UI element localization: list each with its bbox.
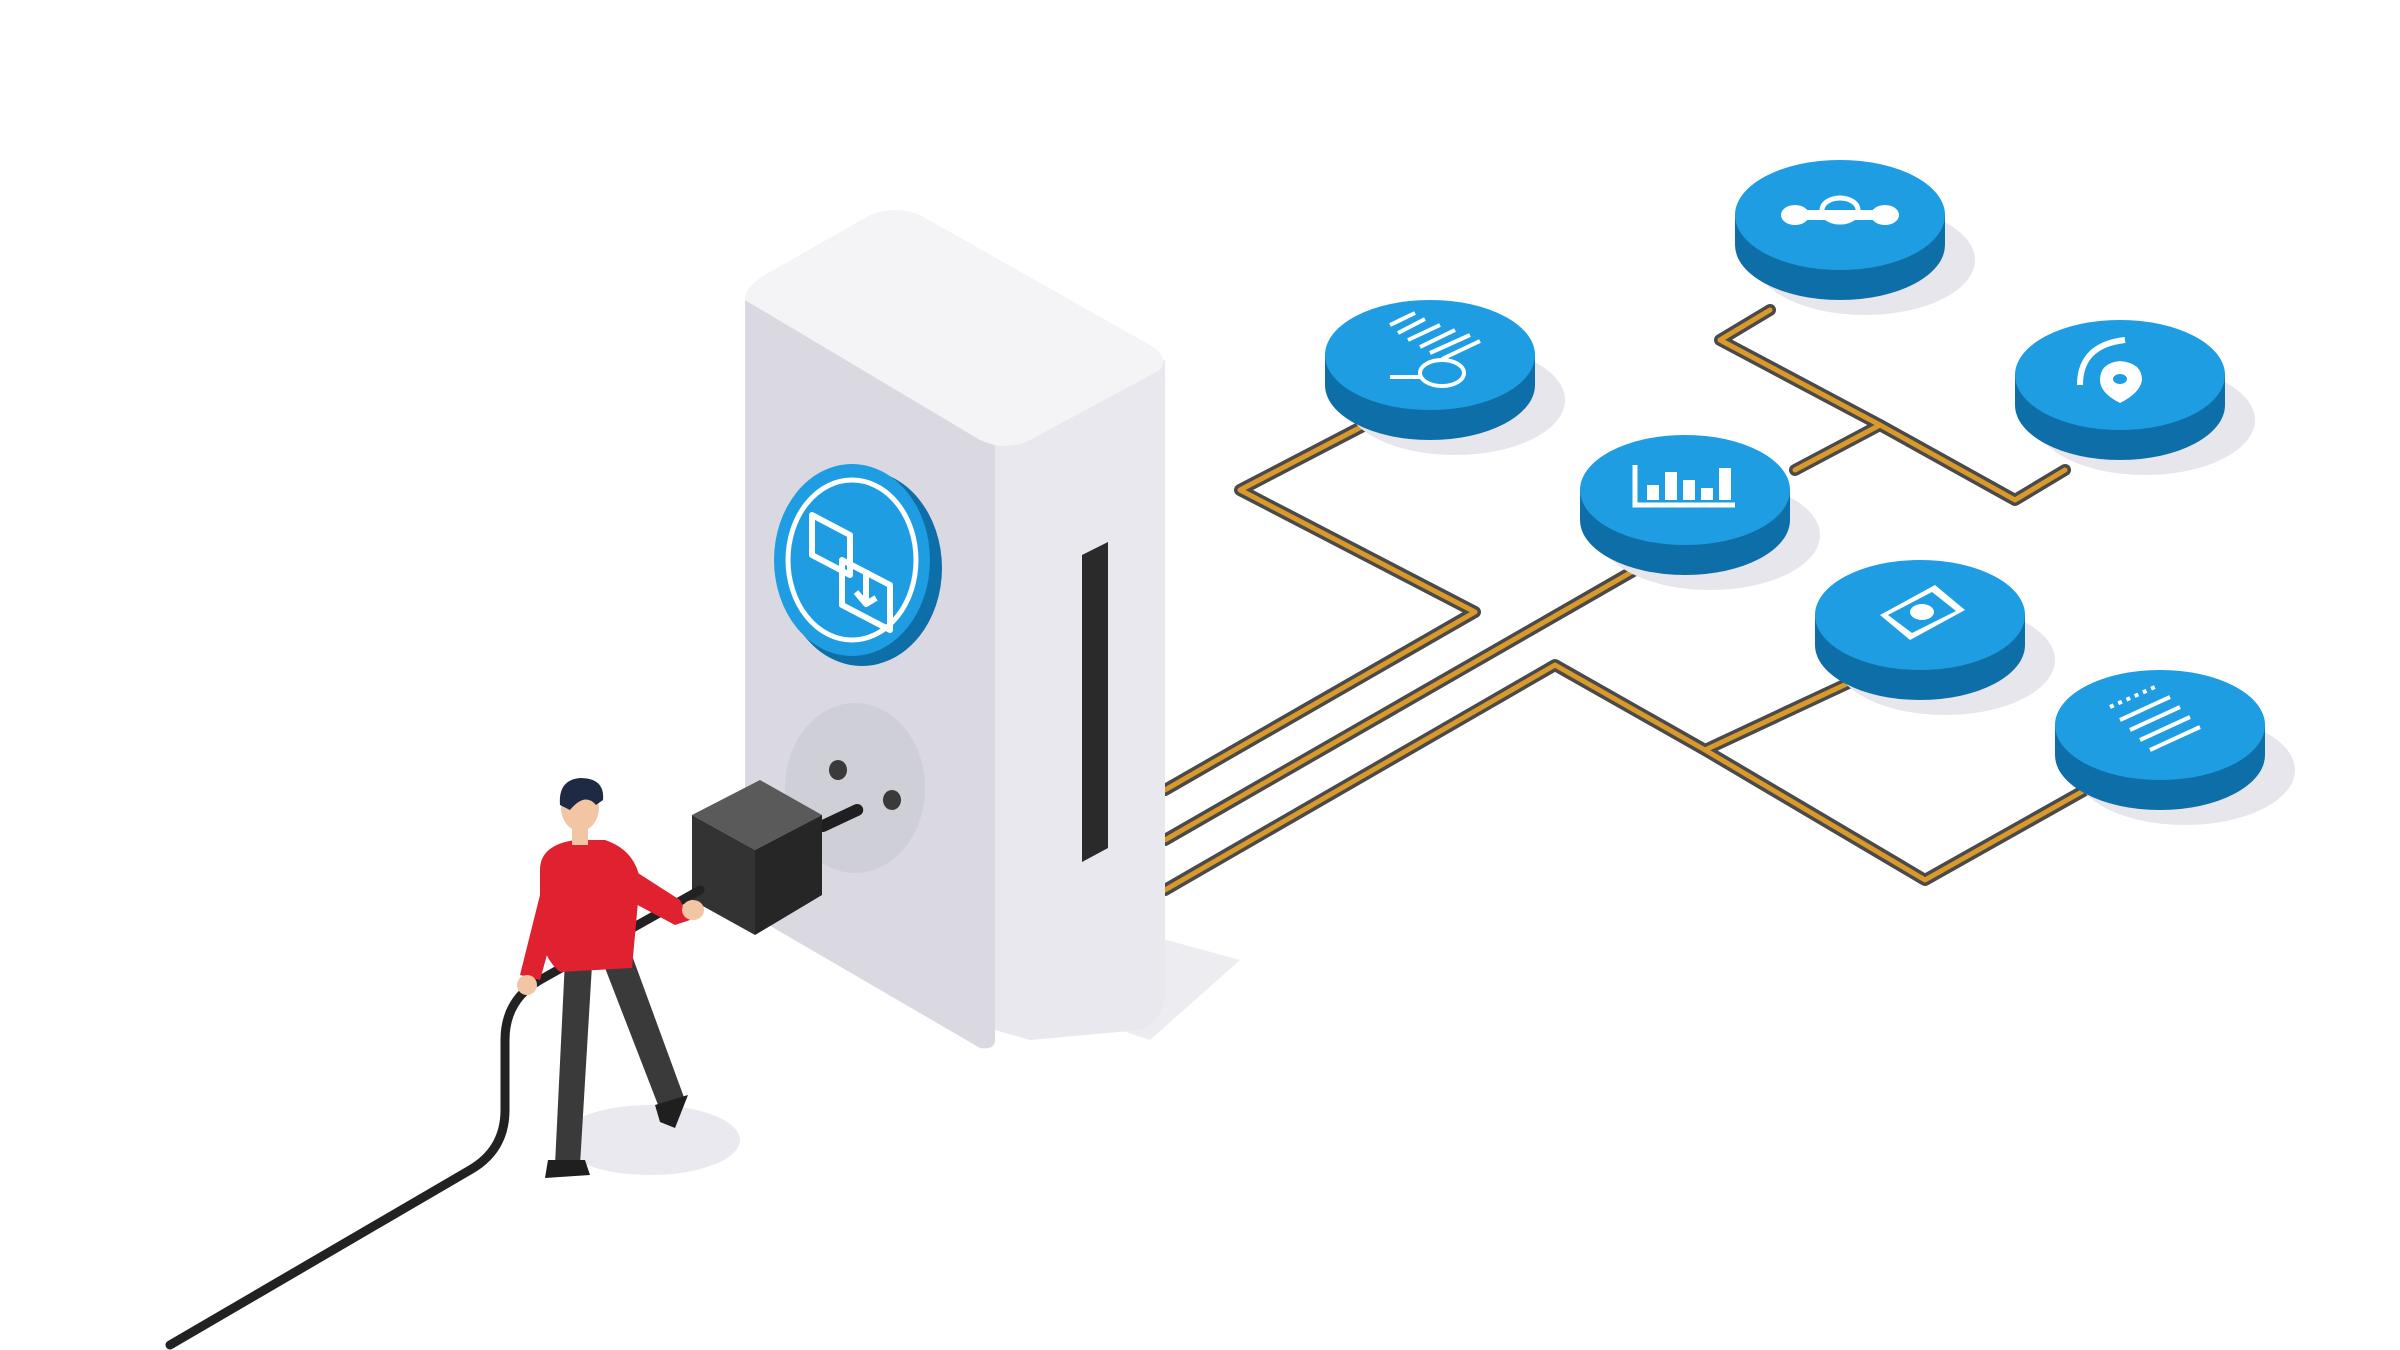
settings-tools-node[interactable] (1735, 160, 1975, 315)
wire-4-inner (1702, 747, 2088, 883)
nodes (1325, 160, 2295, 825)
wire-5-inner (1717, 307, 1883, 473)
book-node[interactable] (1815, 560, 2055, 715)
person-right-shoe (655, 1095, 688, 1128)
bar-chart-icon (1632, 465, 1735, 508)
node-top (1325, 300, 1535, 410)
barcode-search-icon (1389, 311, 1481, 388)
person-right-arm (600, 855, 690, 925)
person-shadow (560, 1105, 740, 1175)
report-node[interactable] (2055, 670, 2295, 825)
person-left-leg (555, 960, 592, 1165)
person-left-shoe (545, 1160, 590, 1178)
location-gauge-node[interactable] (2015, 320, 2255, 475)
person-left-arm (520, 875, 565, 980)
plug-front-face (692, 815, 755, 935)
book-icon (1880, 585, 1965, 640)
map-pin-gauge-icon (2077, 337, 2142, 403)
wires (1159, 304, 2091, 896)
device-side-face (995, 360, 1165, 1040)
plug-prong (816, 803, 864, 833)
device-slot (1082, 542, 1108, 862)
person (517, 778, 704, 1178)
wire-1-inner (1162, 422, 1478, 793)
device-badge-ring (785, 477, 919, 643)
analytics-node[interactable] (1580, 435, 1820, 590)
plug-top-face (692, 780, 822, 850)
person-right-hand (682, 900, 704, 920)
person-hair (559, 778, 604, 810)
wrench-gear-icon (1781, 195, 1899, 225)
report-list-icon (2109, 685, 2201, 752)
wire-6-inner (1877, 422, 2068, 503)
device-top-face (745, 210, 1164, 446)
person-left-hand (517, 975, 537, 995)
node-top (2055, 670, 2265, 780)
wire-2-inner (1162, 567, 1638, 843)
person-right-leg (600, 950, 685, 1110)
plug-side-face (755, 815, 822, 935)
socket-hole-left (829, 760, 847, 780)
transfer-icon (809, 512, 893, 633)
device-tower (745, 210, 1165, 1049)
barcode-search-node[interactable] (1325, 300, 1565, 455)
wire-3-inner (1162, 662, 1858, 893)
socket-hole-right (883, 790, 901, 810)
power-plug (692, 780, 864, 935)
